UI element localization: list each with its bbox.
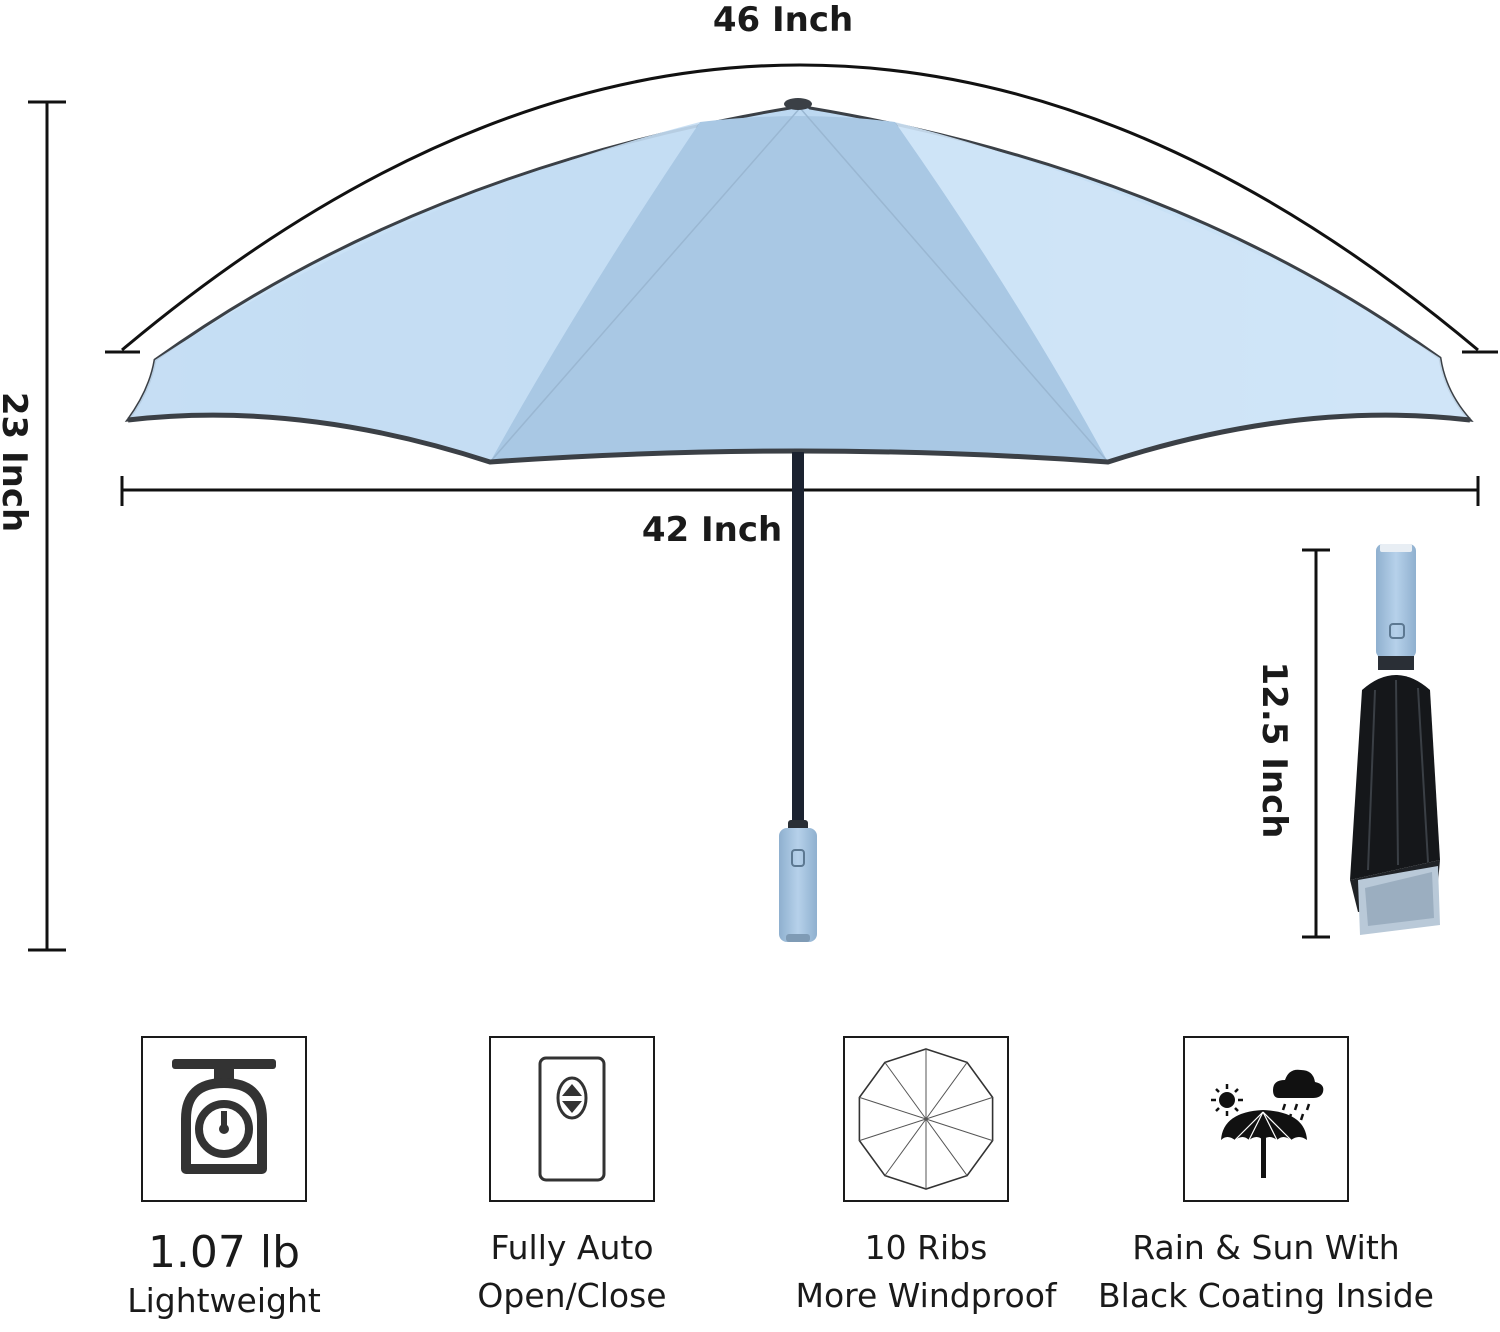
ribs-line1: 10 Ribs bbox=[864, 1228, 988, 1267]
feature-rain-sun: Rain & Sun With Black Coating Inside bbox=[1096, 1036, 1436, 1320]
feature-weight-icon-box bbox=[141, 1036, 307, 1202]
feature-ribs-caption: 10 Ribs More Windproof bbox=[756, 1224, 1096, 1320]
rain-sun-umbrella-icon bbox=[1211, 1069, 1324, 1178]
folded-dimension-line bbox=[1302, 548, 1330, 939]
scale-icon bbox=[172, 1059, 276, 1174]
open-umbrella-canopy bbox=[124, 98, 1474, 465]
auto-line2: Open/Close bbox=[477, 1276, 667, 1315]
feature-ribs: 10 Ribs More Windproof bbox=[756, 1036, 1096, 1320]
umbrella-shaft bbox=[788, 452, 808, 834]
umbrella-illustration bbox=[28, 63, 1498, 952]
height-dimension-line bbox=[28, 100, 66, 952]
auto-line1: Fully Auto bbox=[490, 1228, 654, 1267]
ribs-line2: More Windproof bbox=[795, 1276, 1057, 1315]
folded-length-label: 12.5 Inch bbox=[1254, 661, 1294, 839]
feature-weight: 1.07 lb Lightweight bbox=[54, 1036, 394, 1324]
open-width-label: 42 Inch bbox=[641, 510, 783, 550]
arc-width-label: 46 Inch bbox=[712, 0, 854, 40]
feature-auto-icon-box bbox=[489, 1036, 655, 1202]
arc-dimension-line bbox=[105, 63, 1498, 354]
weight-subtitle: Lightweight bbox=[127, 1281, 321, 1320]
auto-button-icon bbox=[538, 1056, 606, 1182]
feature-auto-open: Fully Auto Open/Close bbox=[402, 1036, 742, 1320]
feature-rain-sun-icon-box bbox=[1183, 1036, 1349, 1202]
feature-auto-caption: Fully Auto Open/Close bbox=[402, 1224, 742, 1320]
open-height-label: 23 Inch bbox=[0, 391, 34, 533]
ten-ribs-icon bbox=[858, 1048, 994, 1190]
feature-rain-sun-caption: Rain & Sun With Black Coating Inside bbox=[1096, 1224, 1436, 1320]
feature-weight-caption: 1.07 lb Lightweight bbox=[54, 1228, 394, 1324]
weight-value: 1.07 lb bbox=[147, 1227, 301, 1278]
rain-sun-line2: Black Coating Inside bbox=[1098, 1276, 1434, 1315]
rain-sun-line1: Rain & Sun With bbox=[1132, 1228, 1400, 1267]
umbrella-handle bbox=[779, 828, 817, 942]
folded-umbrella bbox=[1350, 544, 1440, 935]
feature-ribs-icon-box bbox=[843, 1036, 1009, 1202]
